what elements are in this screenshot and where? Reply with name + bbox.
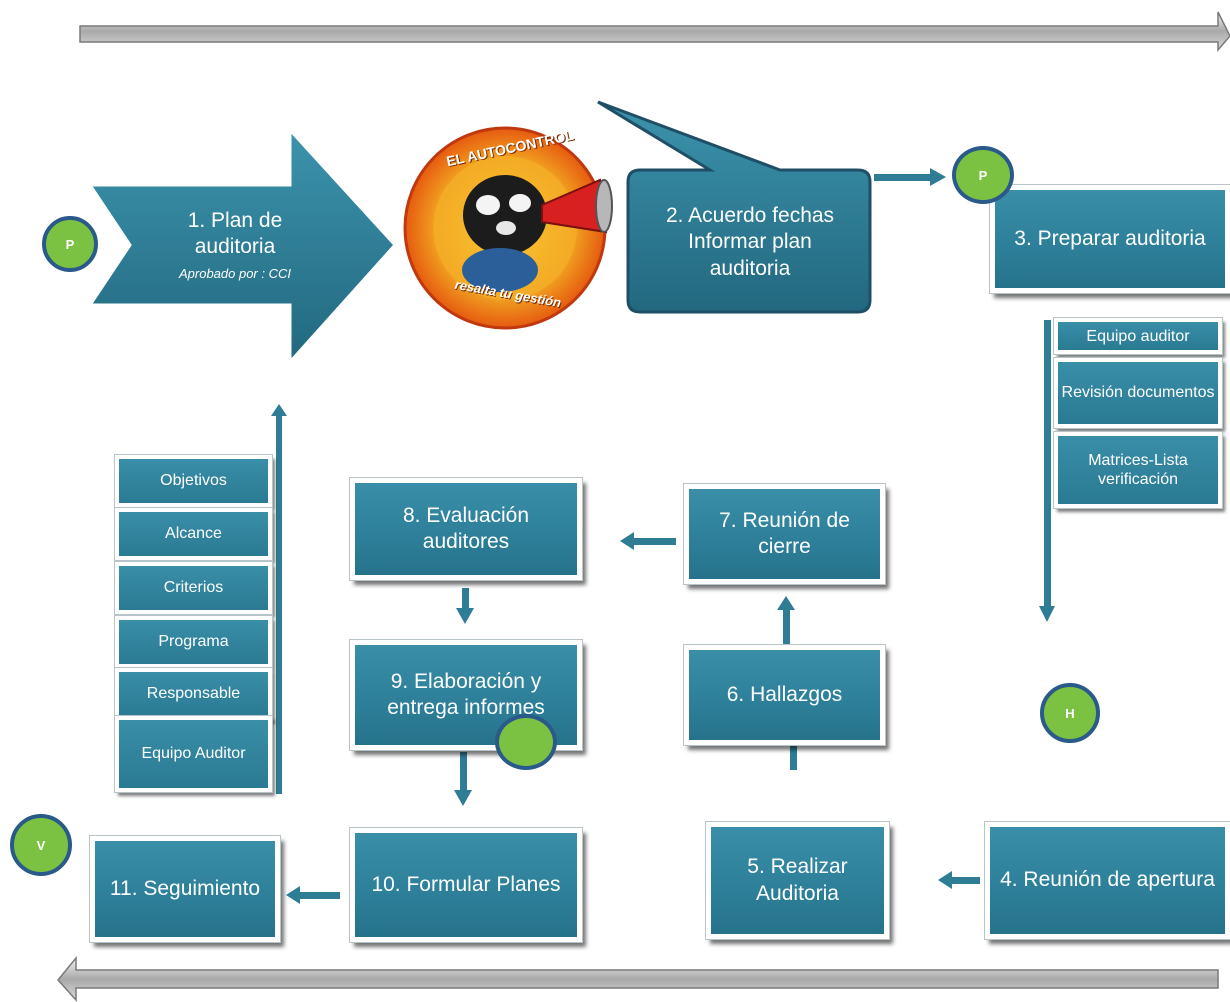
step2-label: 2. Acuerdo fechas Informar plan auditori… <box>665 204 835 280</box>
phase-p-circle-right: P <box>952 146 1014 204</box>
arrow-9-to-10 <box>454 752 472 806</box>
arrow-prep-down <box>1039 320 1055 622</box>
arrow-5-to-6 <box>790 740 797 770</box>
phase-p-circle-left: P <box>42 216 98 272</box>
plan-item-equipo-auditor: Equipo Auditor <box>114 715 273 793</box>
step1-arrow-shape <box>87 126 398 366</box>
step5-box: 5. Realizar Auditoria <box>705 821 890 940</box>
step6-box: 6. Hallazgos <box>683 644 886 746</box>
arrow-4-to-5 <box>938 871 980 889</box>
plan-item-responsable: Responsable <box>114 667 273 721</box>
step1-subtitle: Aprobado por : CCI <box>178 266 291 281</box>
step11-box: 11. Seguimiento <box>89 835 281 943</box>
arrow-8-to-9 <box>456 588 474 624</box>
prep-item-equipo-auditor: Equipo auditor <box>1053 317 1223 355</box>
phase-v-circle: V <box>10 814 72 876</box>
plan-item-alcance: Alcance <box>114 507 273 561</box>
plan-item-objetivos: Objetivos <box>114 454 273 508</box>
autocontrol-logo <box>403 126 613 330</box>
arrow-6-to-7 <box>777 596 795 648</box>
step3-box: 3. Preparar auditoria <box>989 184 1230 294</box>
step8-box: 8. Evaluación auditores <box>349 477 583 581</box>
step2-callout-shape <box>597 100 872 314</box>
prep-item-revision-documentos: Revisión documentos <box>1053 357 1223 429</box>
step7-box: 7. Reunión de cierre <box>683 483 886 585</box>
arrow-2-to-3 <box>874 168 946 186</box>
prep-item-matrices: Matrices-Lista verificación <box>1053 431 1223 509</box>
phase-h-circle: H <box>1040 683 1100 743</box>
plan-item-programa: Programa <box>114 615 273 669</box>
step9-phase-circle <box>495 714 557 770</box>
step9-box: 9. Elaboración y entrega informes <box>349 639 583 751</box>
plan-item-criterios: Criterios <box>114 561 273 615</box>
step4-box: 4. Reunión de apertura <box>984 821 1230 940</box>
bottom-flow-arrow <box>57 955 1219 1002</box>
top-flow-arrow <box>79 11 1230 53</box>
arrow-10-to-11 <box>286 886 340 904</box>
arrow-7-to-8 <box>620 532 676 550</box>
step1-title: 1. Plan de auditoria <box>187 209 283 258</box>
arrow-plan-up <box>271 404 287 794</box>
step10-box: 10. Formular Planes <box>349 827 583 943</box>
